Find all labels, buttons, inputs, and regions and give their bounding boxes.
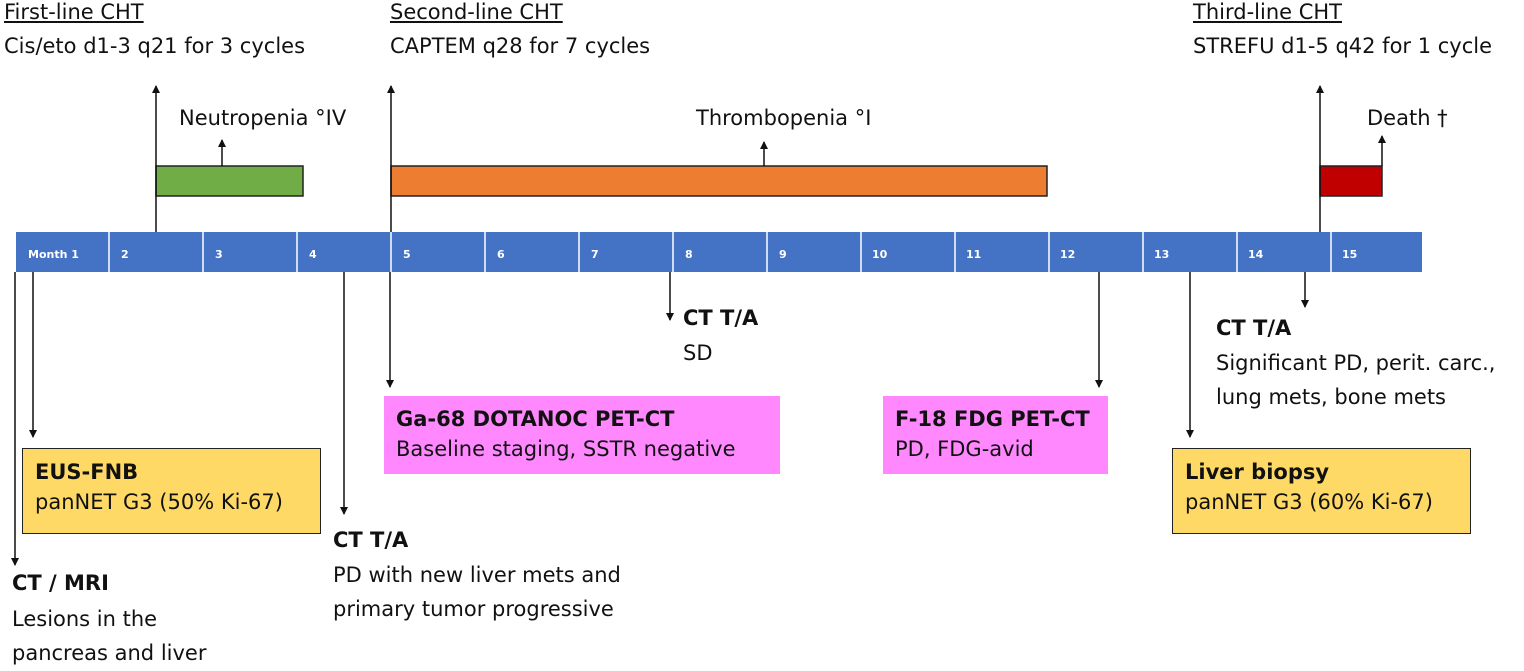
ct-month8-line-1: SD [683, 341, 713, 365]
month-label-9: 9 [779, 248, 787, 261]
month-label-2: 2 [121, 248, 129, 261]
month-label-6: 6 [497, 248, 505, 261]
death-bar [1319, 165, 1383, 197]
ct-month14-line-1: Significant PD, perit. carc., [1216, 351, 1496, 375]
thrombopenia-label: Thrombopenia °I [696, 106, 872, 130]
month-dividers [108, 232, 1332, 272]
liver-biopsy-detail: panNET G3 (60% Ki-67) [1185, 490, 1433, 514]
third-line-title: Third-line CHT [1193, 0, 1342, 24]
month-label-12: 12 [1060, 248, 1076, 261]
ct-month14-title: CT T/A [1216, 316, 1292, 340]
dotanoc-box: Ga-68 DOTANOC PET-CT Baseline staging, S… [384, 396, 780, 474]
month-label-7: 7 [591, 248, 599, 261]
fdg-title: F-18 FDG PET-CT [895, 407, 1090, 431]
month-label-1: Month 1 [28, 248, 79, 261]
first-line-title: First-line CHT [4, 0, 144, 24]
neutropenia-label: Neutropenia °IV [179, 106, 347, 130]
dotanoc-title: Ga-68 DOTANOC PET-CT [396, 407, 675, 431]
death-label: Death † [1367, 106, 1448, 130]
ct-month8-title: CT T/A [683, 306, 759, 330]
fdg-box: F-18 FDG PET-CT PD, FDG-avid [883, 396, 1108, 474]
month-label-4: 4 [309, 248, 317, 261]
liver-biopsy-title: Liver biopsy [1185, 460, 1330, 484]
month-label-15: 15 [1342, 248, 1358, 261]
timeline-bar [16, 232, 1422, 272]
fdg-detail: PD, FDG-avid [895, 437, 1034, 461]
ct-mri-line-1: Lesions in the [12, 607, 158, 631]
month-label-3: 3 [215, 248, 223, 261]
neutropenia-bar [155, 165, 304, 197]
month-label-11: 11 [966, 248, 982, 261]
upward-arrows [152, 85, 1386, 232]
month-label-13: 13 [1154, 248, 1170, 261]
ct-month4-title: CT T/A [333, 528, 409, 552]
month-label-5: 5 [403, 248, 411, 261]
second-line-detail: CAPTEM q28 for 7 cycles [390, 34, 651, 58]
ct-mri-line-2: pancreas and liver [12, 641, 207, 665]
eus-fnb-title: EUS-FNB [35, 460, 139, 484]
downward-arrows [11, 272, 1309, 566]
eus-fnb-detail: panNET G3 (50% Ki-67) [35, 490, 283, 514]
first-line-detail: Cis/eto d1-3 q21 for 3 cycles [4, 34, 306, 58]
month-label-8: 8 [685, 248, 693, 261]
ct-mri-title: CT / MRI [12, 571, 109, 595]
third-line-detail: STREFU d1-5 q42 for 1 cycle [1193, 34, 1493, 58]
dotanoc-detail: Baseline staging, SSTR negative [396, 437, 736, 461]
eus-fnb-box: EUS-FNB panNET G3 (50% Ki-67) [22, 448, 321, 534]
month-label-14: 14 [1248, 248, 1264, 261]
thrombopenia-bar [390, 165, 1048, 197]
second-line-title: Second-line CHT [390, 0, 563, 24]
ct-month4-line-2: primary tumor progressive [333, 597, 614, 621]
liver-biopsy-box: Liver biopsy panNET G3 (60% Ki-67) [1172, 448, 1471, 534]
month-label-10: 10 [872, 248, 888, 261]
ct-month4-line-1: PD with new liver mets and [333, 563, 621, 587]
ct-month14-line-2: lung mets, bone mets [1216, 385, 1446, 409]
